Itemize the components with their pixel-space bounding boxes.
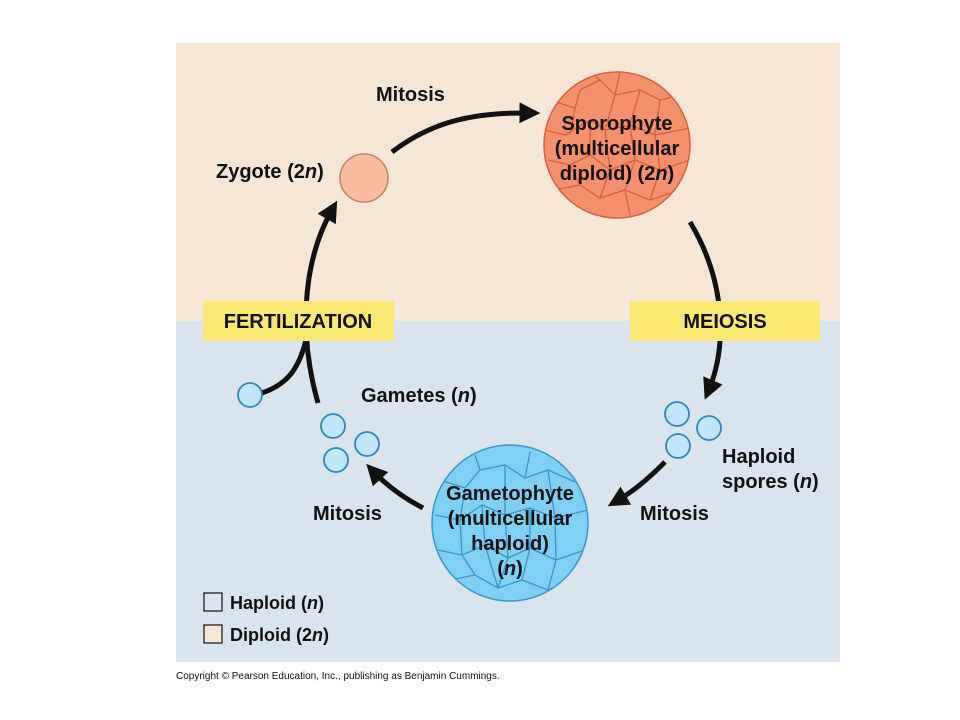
svg-text:haploid): haploid) bbox=[471, 533, 549, 555]
gamete bbox=[320, 413, 346, 439]
arrow-zygote-to-sporophyte bbox=[390, 102, 541, 154]
sporophyte-label: Sporophyte (multicellular diploid) (2n) bbox=[555, 113, 680, 185]
gamete bbox=[354, 431, 380, 457]
svg-text:(multicellular: (multicellular bbox=[448, 508, 573, 530]
mitosis-top-label: Mitosis bbox=[376, 84, 445, 106]
spore bbox=[665, 433, 691, 459]
copyright-text: Copyright © Pearson Education, Inc., pub… bbox=[176, 671, 500, 682]
gamete-join-line bbox=[261, 339, 309, 396]
gametophyte-label: Gametophyte (multicellular haploid) (n) bbox=[446, 483, 574, 580]
spore bbox=[696, 415, 722, 441]
zygote-label: Zygote (2n) bbox=[216, 161, 324, 183]
svg-text:diploid) (2n): diploid) (2n) bbox=[560, 163, 674, 185]
zygote-cell bbox=[339, 153, 389, 203]
fertilization-tag-bg bbox=[203, 301, 394, 341]
svg-text:Haploid: Haploid bbox=[722, 446, 795, 468]
legend: Haploid (n) Diploid (2n) bbox=[203, 592, 329, 645]
legend-diploid-swatch bbox=[203, 624, 223, 644]
gametes bbox=[237, 382, 380, 473]
arrow-spores-to-gametophyte bbox=[607, 460, 667, 507]
svg-text:Sporophyte: Sporophyte bbox=[561, 113, 672, 135]
arrow-gametophyte-to-gametes bbox=[366, 463, 425, 511]
legend-haploid-label: Haploid (n) bbox=[230, 593, 324, 613]
mitosis-left-label: Mitosis bbox=[313, 503, 382, 525]
mitosis-right-label: Mitosis bbox=[640, 503, 709, 525]
svg-text:spores (n): spores (n) bbox=[722, 471, 819, 493]
legend-haploid-swatch bbox=[203, 592, 223, 612]
haploid-spores bbox=[664, 401, 722, 459]
fertilization-label: FERTILIZATION bbox=[224, 311, 373, 333]
meiosis-tag-bg bbox=[630, 301, 820, 341]
gametophyte-cell bbox=[431, 444, 589, 602]
svg-text:(n): (n) bbox=[497, 558, 523, 580]
spore bbox=[664, 401, 690, 427]
gamete bbox=[323, 447, 349, 473]
meiosis-label: MEIOSIS bbox=[683, 311, 766, 333]
svg-text:Gametophyte: Gametophyte bbox=[446, 483, 574, 505]
svg-text:(multicellular: (multicellular bbox=[555, 138, 680, 160]
cycle-arrows bbox=[261, 102, 723, 511]
gamete-free bbox=[237, 382, 263, 408]
haploid-spores-label: Haploid spores (n) bbox=[722, 446, 819, 493]
legend-diploid-label: Diploid (2n) bbox=[230, 625, 329, 645]
diploid-region bbox=[176, 43, 840, 321]
gametes-label: Gametes (n) bbox=[361, 385, 477, 407]
